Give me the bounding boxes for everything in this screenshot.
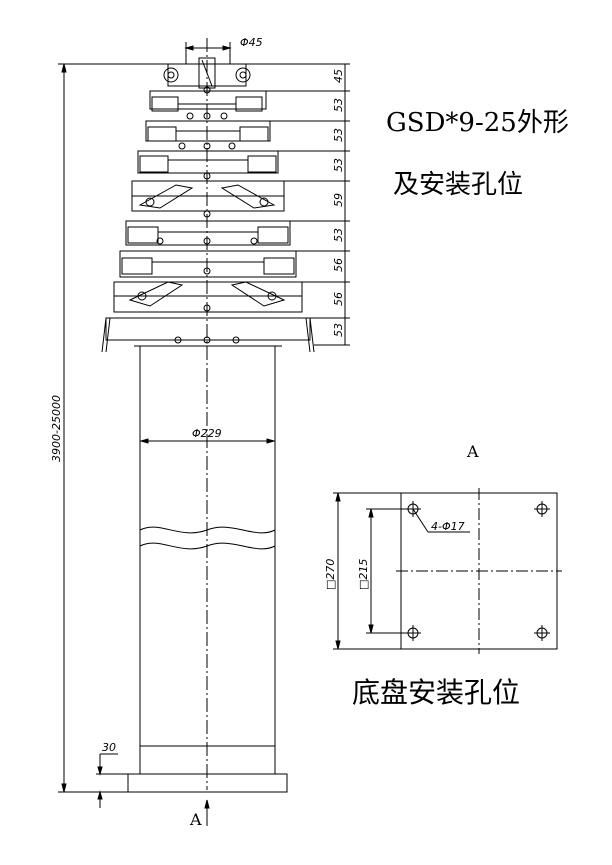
segment-height-dimensions: [246, 63, 350, 346]
segment-height-label-7: 56: [332, 258, 345, 272]
outer-square-label: □270: [324, 559, 337, 590]
base-thickness-label: 30: [102, 741, 116, 754]
segment-height-label-4: 53: [332, 158, 345, 172]
segment-height-label-6: 53: [332, 228, 345, 242]
telescopic-segments: [101, 90, 315, 353]
section-marker-top: A: [466, 442, 479, 461]
segment-height-label-3: 53: [332, 128, 345, 142]
segment-bolts: [156, 86, 258, 344]
main-tube: [139, 346, 276, 746]
overall-height-label: 3900-25000: [50, 395, 63, 462]
segment-height-label-8: 56: [332, 292, 345, 306]
top-diameter-label: Φ45: [240, 36, 263, 49]
top-lifting-eye: [163, 57, 251, 89]
base-plate-view: [396, 488, 562, 654]
mast-base: [127, 745, 288, 826]
top-diameter-dimension: [184, 42, 232, 64]
title-line-2: 及安装孔位: [393, 170, 523, 200]
segment-height-label-2: 53: [332, 98, 345, 112]
base-caption: 底盘安装孔位: [352, 676, 520, 709]
hole-square-label: □215: [357, 559, 370, 590]
tube-diameter-label: Φ229: [192, 427, 222, 440]
section-marker-bottom: A: [189, 810, 202, 829]
segment-height-label-5: 59: [332, 193, 345, 207]
segment-height-label-9: 53: [332, 323, 345, 337]
overall-height-dimension: [58, 63, 168, 793]
holes-label: 4-Φ17: [431, 520, 465, 533]
base-plate-dimensions: [333, 492, 413, 650]
tube-diameter-dimension: [139, 438, 276, 444]
title-line-1: GSD*9-25外形: [386, 108, 569, 138]
segment-height-label-1: 45: [332, 69, 345, 83]
base-thickness-dimension: [96, 753, 128, 808]
